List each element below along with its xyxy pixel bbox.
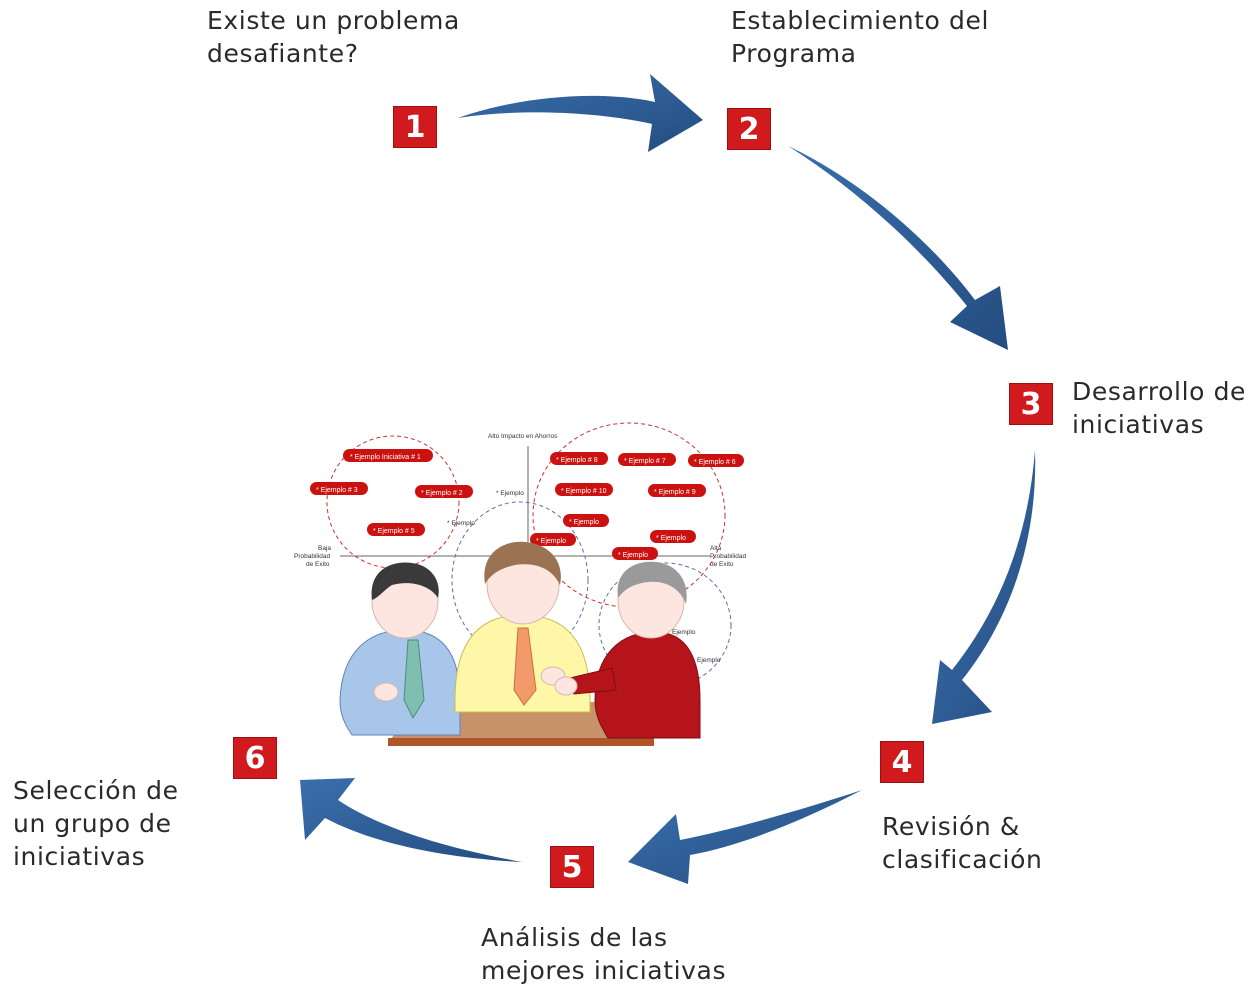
pill-label: * Ejemplo [656,535,686,542]
arrow-2-to-3 [788,146,1008,350]
step-number-5: 5 [550,846,594,888]
pill-label: * Ejemplo # 6 [694,459,736,466]
pill-label: * Ejemplo # 9 [654,489,696,496]
pill-group: * Ejemplo Iniciativa # 1 * Ejemplo # 3 *… [310,449,744,560]
arrow-3-to-4 [932,450,1036,724]
loose-label: * Ejemplo [447,520,475,527]
pill-label: * Ejemplo [569,519,599,526]
loose-label: * Ejemplo [496,490,524,497]
pill-label: * Ejemplo # 8 [556,457,598,464]
person-right [554,561,701,739]
pill-label: * Ejemplo # 10 [561,488,607,495]
step-number-3: 3 [1009,383,1053,425]
pill-label: * Ejemplo [536,538,566,545]
cluster-left [326,435,460,569]
arrow-1-to-2 [458,74,703,152]
step-label-4: Revisión & clasificación [882,812,1043,874]
step-number-4: 4 [880,741,924,783]
step-number-6: 6 [233,737,277,779]
axis-top-label: Alto Impacto en Ahorros [488,433,558,440]
pill-label: * Ejemplo # 2 [421,490,463,497]
pill-label: * Ejemplo [618,552,648,559]
step-number-1: 1 [393,106,437,148]
pill-label: * Ejemplo # 7 [624,458,666,465]
step-label-3: Desarrollo de iniciativas [1072,377,1247,439]
pill-label: * Ejemplo Iniciativa # 1 [350,454,421,461]
pill-label: * Ejemplo # 5 [373,528,415,535]
arrow-5-to-6 [300,778,522,862]
step-label-5: Análisis de las mejores iniciativas [481,923,727,985]
loose-label: Ejemplo [672,629,696,636]
loose-label: Ejemplo [697,657,721,664]
step-label-2: Establecimiento del Programa [731,6,989,68]
step-number-2: 2 [727,108,771,150]
person-left [339,562,461,736]
step-label-1: Existe un problema desafiante? [207,6,460,68]
pill-label: * Ejemplo # 3 [316,487,358,494]
arrow-4-to-5 [628,790,862,884]
step-label-6: Selección de un grupo de iniciativas [13,776,179,871]
